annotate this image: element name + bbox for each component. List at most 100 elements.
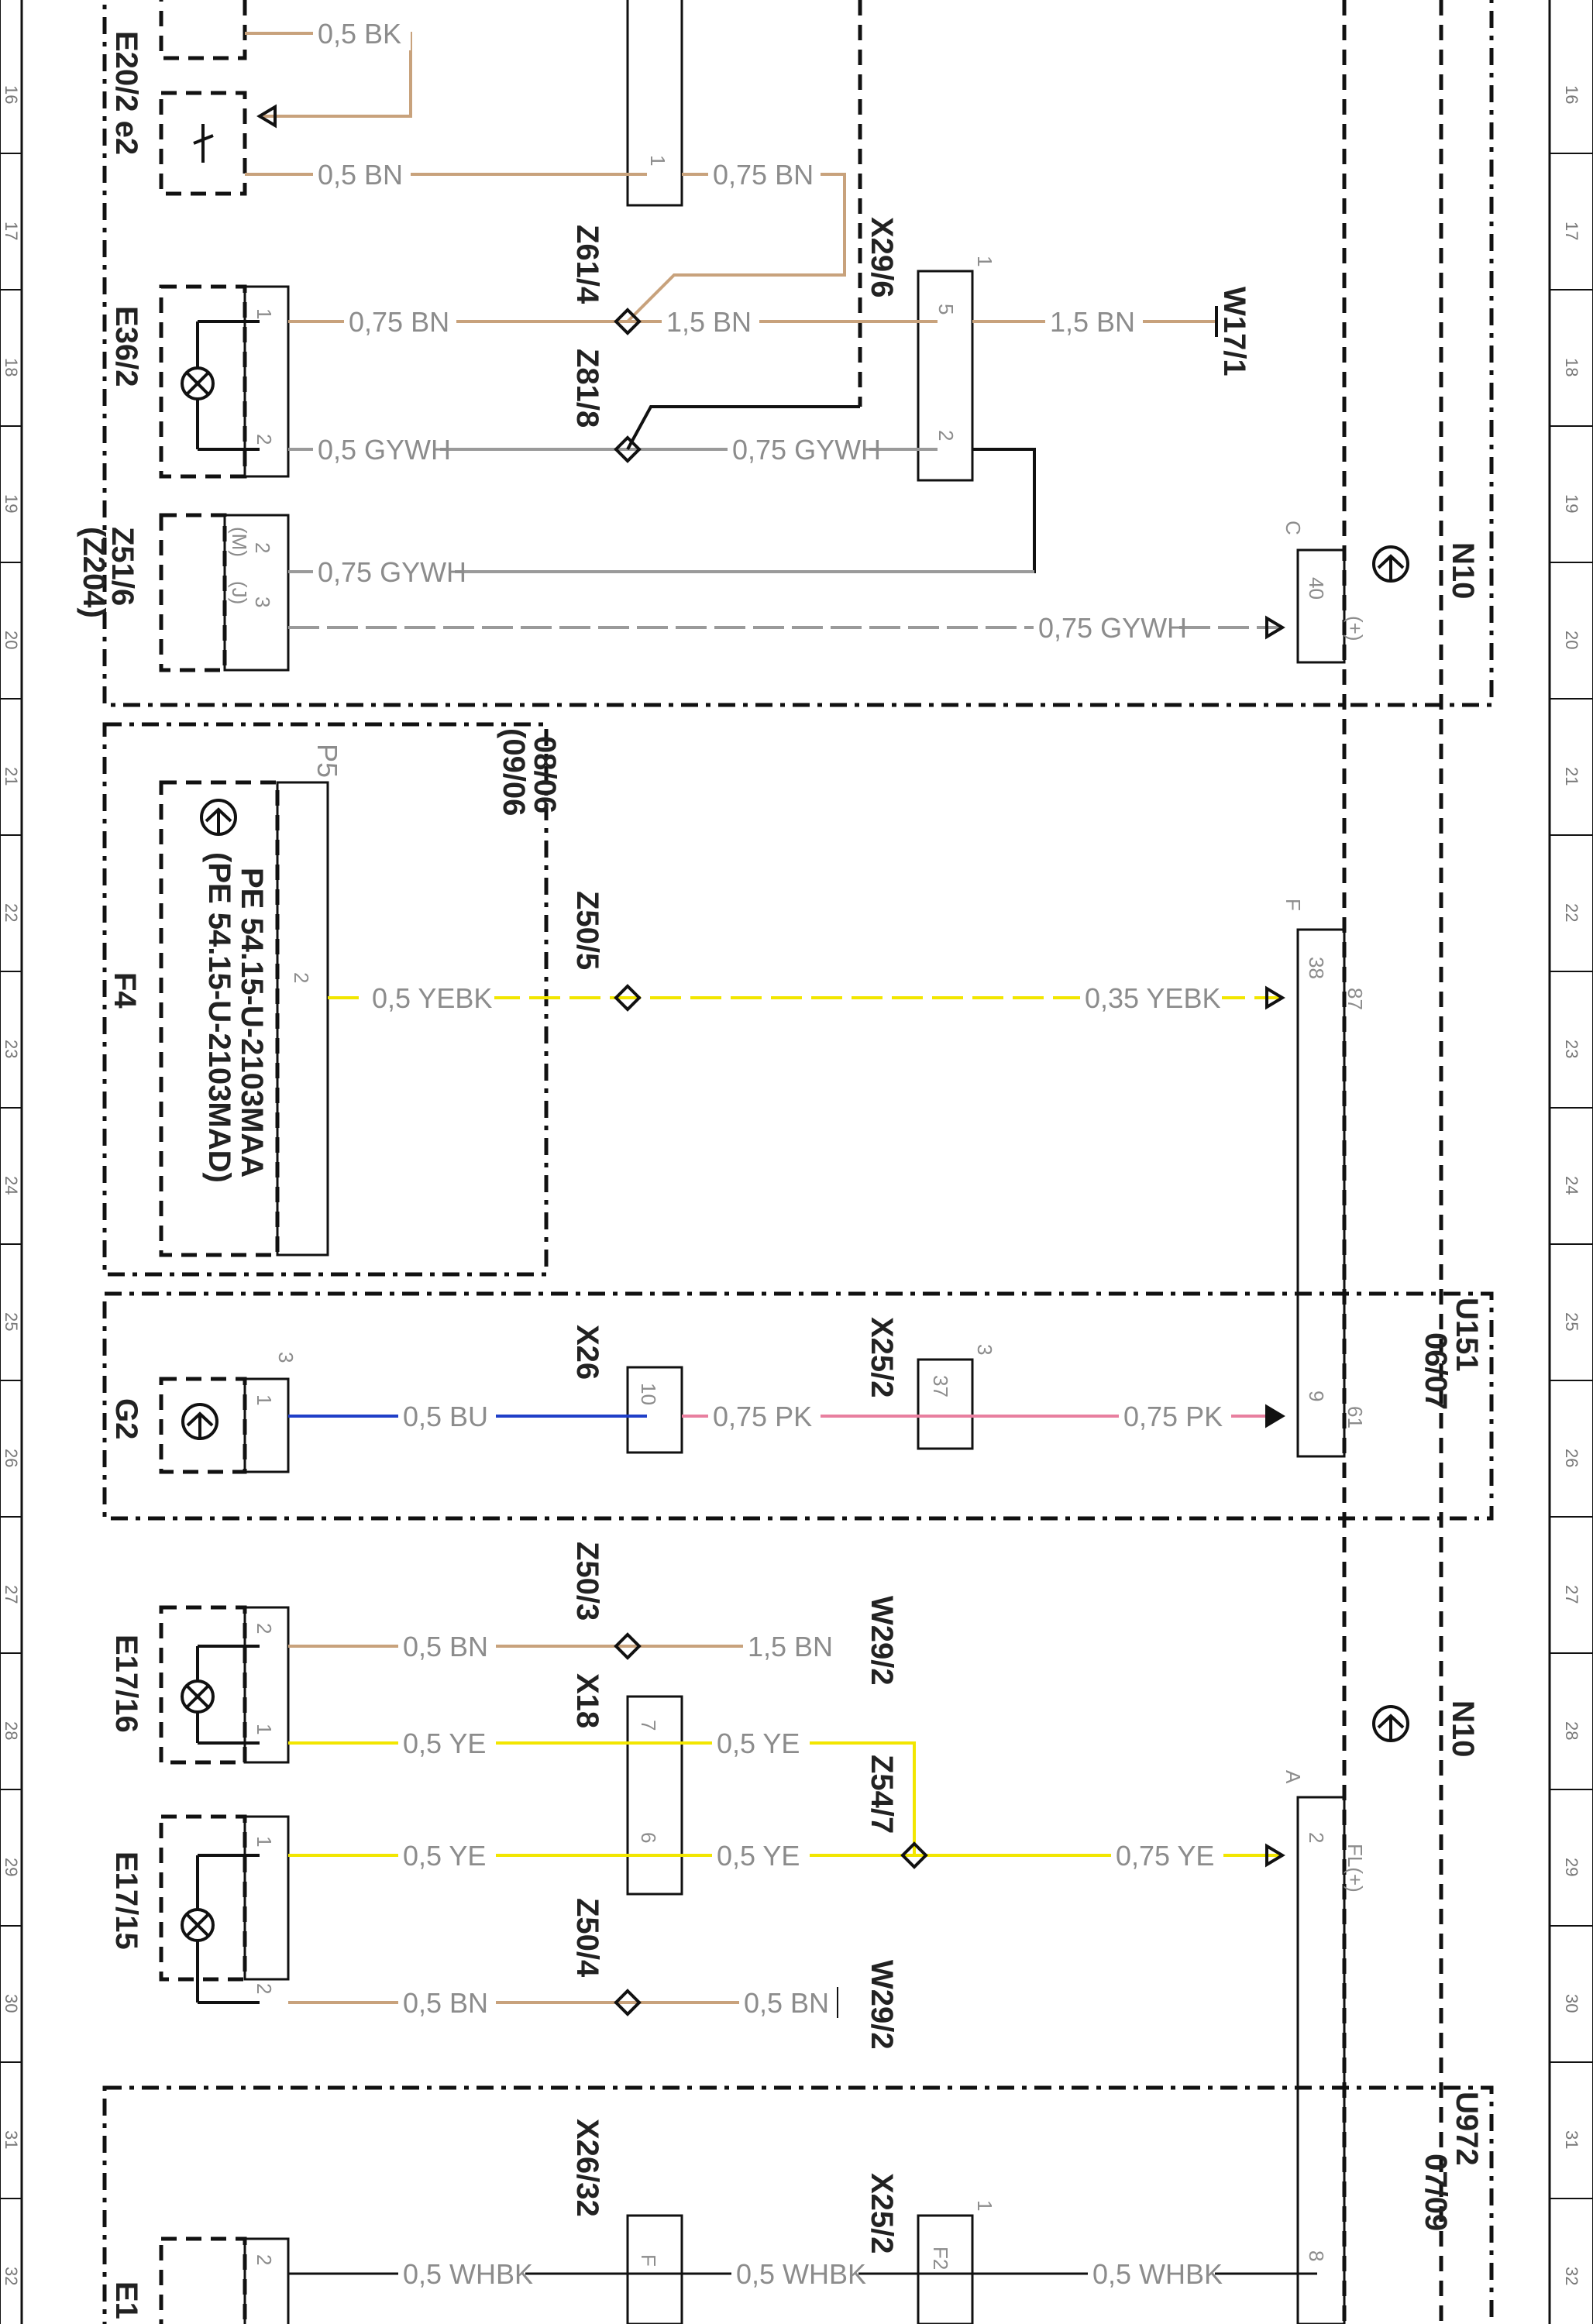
pin-label: F2 [929, 2247, 952, 2270]
component-label-f4-date2: (09/06 [497, 728, 531, 816]
wire-label: 0,5 BU [403, 1401, 488, 1432]
pin-label: 1 [253, 308, 276, 319]
component-label-n10-bottom: N10 [1446, 1700, 1480, 1757]
wire-label-bg [1080, 981, 1222, 1015]
pin-label: 5 [934, 304, 958, 315]
switch-icon-e20-2 [193, 124, 214, 163]
grid-ruler-left [0, 0, 23, 2324]
component-label-e17-16: E17/16 [109, 1635, 143, 1733]
pin-label: 3 [251, 596, 274, 607]
connector-x18 [626, 1695, 683, 1896]
grid-row-number: 19 [2, 494, 21, 513]
pin-label: F [637, 2254, 660, 2267]
wire-label-bg [739, 1985, 837, 2020]
pin-label: 2 [251, 542, 274, 553]
wire-label: 0,5 BK [318, 18, 401, 50]
wire-label: 0,5 WHBK [403, 2258, 533, 2290]
node-label-z50-4: Z50/4 [570, 1898, 604, 1978]
grid-row-number: 29 [1562, 1858, 1581, 1876]
wire-label-bg [398, 1629, 496, 1663]
pin-label: 87 [1344, 988, 1367, 1010]
wire-label-bg [708, 1399, 821, 1433]
wire-label: 0,75 BN [349, 306, 449, 338]
component-label-u151-date: 06/07 [1419, 1332, 1453, 1410]
wire-label: 0,35 YEBK [1085, 982, 1220, 1014]
connector-n10-a [1296, 1796, 1346, 2324]
wire-label-bg [398, 1726, 496, 1760]
grid-row-number: 24 [1562, 1176, 1581, 1195]
grid-row-number: 23 [1562, 1040, 1581, 1058]
wire-label-bg [662, 304, 759, 339]
connector-f4-p5 [276, 781, 329, 1257]
wire-label-bg [743, 1629, 841, 1663]
node-label-w29-2b: W29/2 [865, 1960, 899, 2050]
connector-g2 [243, 1377, 290, 1473]
wire-label-bg [398, 2257, 525, 2291]
grid-row-number: 17 [2, 222, 21, 240]
pin-label: 2 [253, 1623, 276, 1634]
wire-label: 0,5 YEBK [372, 982, 492, 1014]
grid-ruler-right [1548, 0, 1593, 2324]
connector-e1 [243, 2237, 290, 2324]
wire-label-bg [398, 1838, 496, 1872]
wire-label-bg [313, 16, 411, 50]
component-label-u972-date: 07/09 [1419, 2154, 1453, 2231]
grid-row-number: 22 [2, 903, 21, 922]
pin-label: 38 [1305, 957, 1328, 979]
e17-15-box [159, 1814, 247, 1982]
e17-16-box [159, 1605, 247, 1765]
splice-nodes [614, 308, 928, 2016]
wire-label: 0,75 GYWH [318, 556, 466, 588]
component-label-u972: U972 [1450, 2092, 1484, 2166]
node-label-x26-32: X26/32 [570, 2119, 604, 2217]
component-label-z204: (Z204) [77, 527, 111, 618]
pin-label: 8 [1305, 2250, 1328, 2261]
pin-label: 40 [1305, 577, 1328, 600]
pin-label: 2 [253, 1983, 276, 1994]
pin-label: FL(+) [1344, 1844, 1367, 1893]
component-label-f4-date1: 08/06 [528, 736, 562, 813]
node-label-w17-1: W17/1 [1217, 287, 1251, 376]
pin-label: 1 [973, 2200, 996, 2211]
pin-label: 37 [929, 1375, 952, 1397]
pin-label: (M) [228, 527, 251, 557]
component-label-n10-top: N10 [1446, 542, 1480, 599]
grid-row-number: 16 [1562, 85, 1581, 104]
connector-x25-2b [917, 2214, 974, 2324]
wire-label-bg [1034, 610, 1175, 645]
pin-label: A [1282, 1770, 1305, 1784]
component-label-f4: F4 [108, 972, 142, 1009]
component-label-g2: G2 [109, 1398, 143, 1439]
lamp-icon-e36 [181, 320, 260, 451]
wire-label-bg [1119, 1399, 1231, 1433]
grid-row-number: 19 [1562, 494, 1581, 513]
pin-label: 1 [973, 256, 996, 266]
grid-row-number: 30 [2, 1994, 21, 2013]
grid-row-number: 17 [1562, 222, 1581, 240]
wire-label: 0,5 YE [717, 1840, 800, 1872]
grid-row-number: 18 [1562, 358, 1581, 376]
pin-label: (J) [228, 581, 251, 604]
grid-row-number: 31 [2, 2130, 21, 2149]
wire-label: 1,5 BN [1050, 306, 1135, 338]
wire-label: 0,5 BN [744, 1987, 829, 2019]
connector-x26-32 [626, 2214, 683, 2324]
arrow-e20-2 [256, 104, 277, 129]
grid-row-number: 16 [2, 85, 21, 104]
wire-label-bg [398, 1985, 496, 2020]
grid-row-number: 31 [1562, 2130, 1581, 2149]
sensor-icon-f4 [200, 799, 237, 836]
control-unit-icon-n10-bottom [1372, 1705, 1409, 1742]
node-label-x29-6: X29/6 [865, 217, 899, 298]
connector-n10-c [1296, 548, 1346, 664]
grid-row-number: 27 [2, 1585, 21, 1604]
lamp-icon-e17-16 [181, 1645, 260, 1745]
pin-label: 3 [274, 1352, 298, 1363]
component-label-e1: E1 [109, 2281, 143, 2319]
wire-label: 0,5 BN [403, 1631, 488, 1662]
node-label-x25-2b: X25/2 [865, 2173, 899, 2254]
connector-e17-16 [243, 1606, 290, 1764]
wire-label: 0,75 YE [1116, 1840, 1214, 1872]
wire-label: 0,5 WHBK [1092, 2258, 1223, 2290]
